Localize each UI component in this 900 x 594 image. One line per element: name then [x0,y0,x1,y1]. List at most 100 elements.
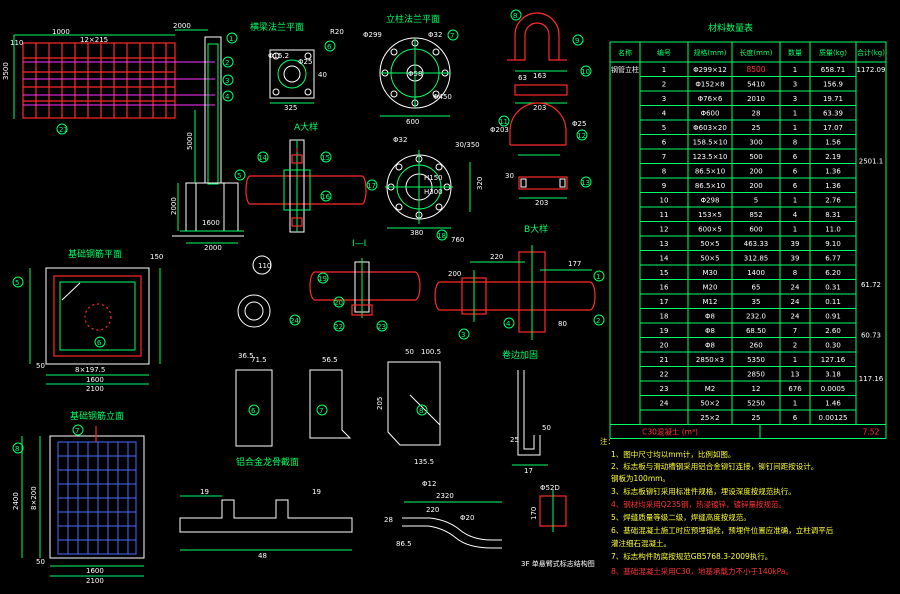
bracket-dim-6: Φ203 [490,126,509,134]
detail-b-dim-2: 177 [568,260,581,268]
sign-elevation-view: 1000 12×215 2000 3500 5000 2000 1600 200… [2,22,246,252]
table-cell: 13 [791,371,800,379]
table-cell: 39 [791,240,800,248]
table-cell: 2 [793,342,797,350]
leader-11: 11 [499,118,508,126]
foundation-plan-view: 基础钢筋平面 150 1600 2100 50 8×197.5 5 6 [12,248,163,393]
beam-flange-dim-2: Φ25 [298,58,312,66]
leader-3: 3 [225,77,229,85]
elev-dim-height: 3500 [2,62,10,80]
table-cell: 8.31 [825,211,841,219]
table-header-cell: 规格(mm) [693,48,726,57]
table-cell: 123.5×10 [693,153,728,161]
table-cell: 17.07 [823,124,843,132]
table-header-cell: 质量(kg) [819,48,847,57]
table-cell: M30 [703,269,718,277]
anchor-title: 卷边加固 [502,349,538,361]
table-cell: 2 [662,81,666,89]
elev-dim-column: 5000 [186,132,194,150]
found-elev-dim-1: 8×200 [30,486,38,510]
table-cell: 18 [660,313,669,321]
u-bracket-detail: 163 63 203 203 30 Φ203 Φ25 8 9 10 11 12 … [490,9,592,207]
table-cell: Φ299×12 [693,66,727,74]
general-notes: 注： 1、图中尺寸均以mm计，比例如图。 2、标志板与滑动槽钢采用铝合金铆钉连接… [600,436,834,576]
table-cell: 0.11 [825,298,841,306]
table-cell: Φ8 [705,342,715,350]
table-cell: 65 [752,284,761,292]
table-cell: 1 [793,356,797,364]
table-cell: 1 [793,197,797,205]
table-cell: 1.36 [825,168,841,176]
column-flange-dim-3: Φ58 [408,70,422,78]
table-cell: 8500 [746,65,765,74]
table-group-total: 117.16 [859,375,884,383]
clip-dim-8: 170 [530,507,538,520]
table-cell: 2850 [747,371,765,379]
plate-dim-4: 50 [405,348,414,356]
leader-19: 19 [318,275,327,283]
section-dim-3: H300 [424,188,443,196]
table-cell: Φ600 [701,110,720,118]
plate-leader-2: 7 [319,407,323,415]
clip-dim-4: 220 [426,506,439,514]
table-cell: 19 [660,327,669,335]
table-cell: 25 [752,124,761,132]
table-cell: 6 [793,414,798,422]
note-2b: 钢板为100mm。 [611,473,670,483]
table-cell: 2.76 [825,197,841,205]
clip-dim-5: Φ20 [460,514,474,522]
table-cell: M2 [705,385,716,393]
table-header-cell: 编号 [657,48,671,57]
table-cell: 500 [749,153,762,161]
table-cell: 16 [660,284,669,292]
table-cell: 9 [662,182,666,190]
leader-4: 4 [225,93,230,101]
clip-dim-2: 2320 [436,492,454,500]
beam-flange-dim-3: 325 [284,104,297,112]
detail-b-view: B大样 220 177 200 80 1 2 3 4 [434,223,605,340]
table-cell: 8 [793,269,797,277]
table-cell: 0.30 [825,342,841,350]
table-cell: 17 [660,298,669,306]
detail-b-dim-1: 220 [490,253,503,261]
table-cell: 260 [749,342,762,350]
detail-b-dim-3: 200 [448,270,461,278]
beam-flange-title: 横梁法兰平面 [250,21,304,33]
table-cell: 6.77 [825,255,841,263]
section-dim-4: 380 [410,229,423,237]
table-cell: 1 [793,66,797,74]
anchor-dim-3: 50 [542,424,551,432]
anchor-clip-detail: 卷边加固 17 25 50 Φ12 2320 28 220 Φ20 86.5 Φ… [384,349,595,568]
leader-13: 13 [581,179,590,187]
foundation-plan-title: 基础钢筋平面 [68,248,122,260]
table-cell: 22 [660,371,669,379]
elev-dim-width: 1000 [52,28,70,36]
table-cell: 5 [662,124,666,132]
table-cell: 4 [662,110,667,118]
alu-dim-3: 48 [258,552,267,560]
leader-fe2: 8 [15,445,19,453]
table-cell: 11 [660,211,669,219]
section-dim-6: 30/350 [455,141,480,149]
leader-22: 22 [334,323,343,331]
table-cell: 25×2 [700,414,719,422]
table-group-total: 2501.1 [859,158,884,166]
leader-fp2: 6 [97,339,102,347]
leader-1: 1 [229,35,233,43]
table-cell: 463.33 [744,240,769,248]
table-cell: 200 [749,182,762,190]
table-cell: 15 [660,269,669,277]
table-cell: 127.16 [821,356,846,364]
stiffener-plates: 6 7 8 71.5 36.5 56.5 50 100.5 135.5 205 [235,348,441,466]
found-plan-dim-5: 8×197.5 [75,366,105,374]
table-cell: 3 [662,95,666,103]
table-cell: 1.36 [825,182,841,190]
table-cell: 24 [791,298,800,306]
leader-5: 5 [237,172,241,180]
plate-dim-2: 36.5 [238,352,254,360]
table-header-cell: 名称 [618,48,632,57]
found-plan-dim-1: 150 [150,253,163,261]
elev-dim-found: 2000 [170,197,178,215]
table-header-cell: 数量 [788,48,802,57]
table-footer-label: C30混凝土 (m³) [642,427,698,437]
